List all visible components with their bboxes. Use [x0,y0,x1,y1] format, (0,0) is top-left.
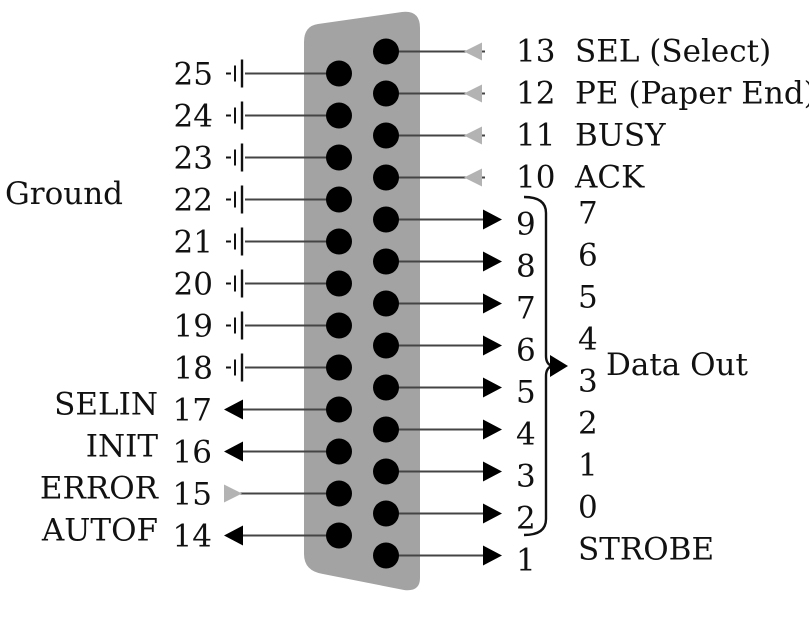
pin-15-contact [326,480,352,507]
pins-layer [224,38,502,569]
pin-25-contact [326,60,352,87]
pin-24-contact [326,102,352,129]
pin-16-contact [326,438,352,465]
pin-11-number: 11 [516,118,555,154]
pin-14-signal: AUTOF [41,513,158,549]
pin-2-contact [373,500,399,527]
pin-14-contact [326,522,352,549]
pin-22-number: 22 [174,183,213,219]
pin-10-contact [373,164,399,191]
pin-7-signal: 5 [578,280,598,316]
pin-11-signal: BUSY [575,118,666,154]
pin-5-contact [373,374,399,401]
pin-19-number: 19 [174,309,213,345]
pin-22-contact [326,186,352,213]
pin-1-output-arrow [483,545,502,566]
pin-9-output-arrow [483,209,502,230]
pin-1-contact [373,542,399,569]
pin-2-signal: 0 [578,490,598,526]
pin-8-output-arrow [483,251,502,272]
pin-10-signal: ACK [574,160,645,196]
pin-23-number: 23 [174,141,213,177]
pin-16-output-arrow [224,441,243,462]
pin-20-number: 20 [174,267,213,303]
pin-6-contact [373,332,399,359]
ground-label: Ground [5,176,123,212]
pin-12-contact [373,80,399,107]
pin-8-contact [373,248,399,275]
pin-18-number: 18 [174,351,213,387]
pin-13-contact [373,38,399,65]
pin-3-number: 3 [516,459,536,495]
pin-23-contact [326,144,352,171]
pin-12-input-arrow [464,84,482,103]
pin-4-output-arrow [483,419,502,440]
data-out-label: Data Out [606,347,749,383]
pin-1-signal: STROBE [578,532,714,568]
pin-19-contact [326,312,352,339]
pin-16-signal: INIT [86,429,159,465]
pin-20-contact [326,270,352,297]
pin-15-signal: ERROR [40,471,160,507]
pin-13-signal: SEL (Select) [575,34,771,70]
pin-13-input-arrow [464,42,482,61]
pin-14-output-arrow [224,525,243,546]
pin-3-output-arrow [483,461,502,482]
pin-21-number: 21 [174,225,213,261]
pin-6-number: 6 [516,333,536,369]
data-out-arrow [550,355,568,377]
pin-7-number: 7 [516,291,536,327]
pin-17-signal: SELIN [54,387,158,423]
pin-25-number: 25 [174,57,213,93]
pin-3-signal: 1 [578,448,598,484]
pin-8-number: 8 [516,249,536,285]
pin-12-number: 12 [516,76,555,112]
pin-17-contact [326,396,352,423]
pin-18-contact [326,354,352,381]
pin-5-output-arrow [483,377,502,398]
pin-24-number: 24 [174,99,213,135]
pin-13-number: 13 [516,34,555,70]
pin-8-signal: 6 [578,238,598,274]
pin-17-output-arrow [224,399,243,420]
pin-11-input-arrow [464,126,482,145]
pin-6-signal: 4 [578,322,598,358]
pin-7-contact [373,290,399,317]
pin-12-signal: PE (Paper End) [575,76,809,112]
pin-3-contact [373,458,399,485]
pin-4-number: 4 [516,417,536,453]
pin-9-contact [373,206,399,233]
pin-21-contact [326,228,352,255]
pin-1-number: 1 [516,543,536,579]
pin-9-signal: 7 [578,196,598,232]
pin-17-number: 17 [173,393,212,429]
pin-15-input-arrow [224,484,242,503]
pin-4-contact [373,416,399,443]
pin-5-number: 5 [516,375,536,411]
connector-body [304,11,420,591]
pin-9-number: 9 [516,207,536,243]
pin-10-number: 10 [516,160,555,196]
pin-2-number: 2 [516,501,536,537]
pin-16-number: 16 [173,435,212,471]
pin-6-output-arrow [483,335,502,356]
pin-7-output-arrow [483,293,502,314]
pin-15-number: 15 [173,477,212,513]
pin-10-input-arrow [464,168,482,187]
pin-4-signal: 2 [578,406,598,442]
pin-14-number: 14 [173,519,212,555]
pin-2-output-arrow [483,503,502,524]
pin-11-contact [373,122,399,149]
pin-5-signal: 3 [578,364,598,400]
